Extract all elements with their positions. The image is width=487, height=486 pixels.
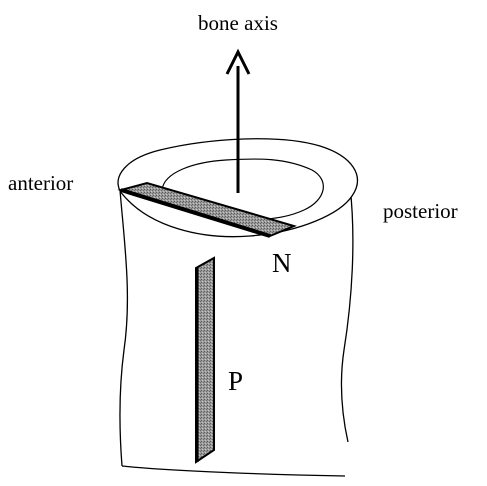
strip-n-label: N	[272, 248, 292, 278]
strain-strip-p	[196, 258, 214, 462]
bone-bottom-outline	[122, 466, 345, 476]
strip-p-label: P	[228, 366, 243, 396]
bone-axis-label: bone axis	[198, 11, 278, 35]
bone-left-outline	[120, 190, 127, 466]
posterior-label: posterior	[383, 199, 458, 223]
bone-right-outline	[341, 186, 352, 442]
anterior-label: anterior	[8, 171, 73, 195]
